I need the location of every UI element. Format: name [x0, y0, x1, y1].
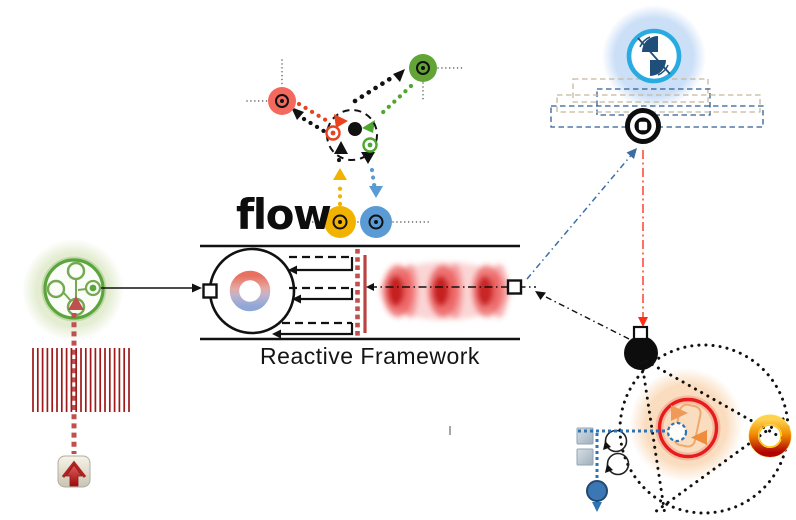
- blue-arrowhead: [592, 502, 602, 512]
- rewind-icon: [691, 430, 707, 445]
- flow-marble-diagram: [246, 54, 464, 238]
- yellow-marble: [324, 206, 356, 238]
- loop-icons: [603, 429, 630, 476]
- red-barrier-line: [355, 249, 367, 336]
- source-node: [22, 239, 202, 488]
- orange-glow: [629, 368, 743, 482]
- crosshair-dots: [246, 59, 464, 223]
- red-ring: [655, 395, 721, 461]
- barcode-icon: [32, 348, 130, 412]
- input-port-icon: [202, 283, 218, 299]
- queue-squares: [576, 427, 594, 466]
- worker-dot: [586, 480, 608, 502]
- green-marble: [409, 54, 437, 82]
- marble-trails: [296, 72, 414, 207]
- link-blue-dashdot: [526, 148, 637, 280]
- red-marble: [268, 87, 296, 115]
- output-port-icon: [506, 279, 523, 295]
- blue-dashed-loop-icon: [666, 421, 688, 443]
- play-icon: [671, 405, 688, 421]
- junction-port-icon: [632, 325, 649, 341]
- record-stop-icon: [625, 108, 661, 144]
- gradient-ring-icon: [748, 414, 792, 458]
- stream-channel: [200, 244, 520, 341]
- reactive-framework-node: [202, 247, 296, 335]
- source-arrow: [101, 283, 202, 293]
- black-junction-node: [624, 325, 658, 370]
- link-red-dashdot: [638, 150, 648, 327]
- upload-arrow-icon: [57, 455, 91, 488]
- reactive-framework-label: Reactive Framework: [260, 343, 480, 369]
- framework-circle: [208, 247, 296, 335]
- merge-dot: [348, 122, 362, 136]
- backpressure-arrows: [272, 255, 354, 339]
- red-dotted-stream: [68, 296, 84, 454]
- blue-marble: [360, 206, 392, 238]
- link-black-dashdot: [535, 291, 630, 340]
- orchestrator-node: [576, 343, 792, 517]
- event-cylinder-icon: [379, 262, 511, 320]
- flow-label: flow: [236, 190, 332, 239]
- merge-circle: [325, 109, 378, 161]
- trail-arrowheads: [291, 69, 405, 198]
- fan-icon: [626, 28, 682, 84]
- donut-icon: [229, 270, 271, 312]
- turbine-node: [550, 5, 764, 144]
